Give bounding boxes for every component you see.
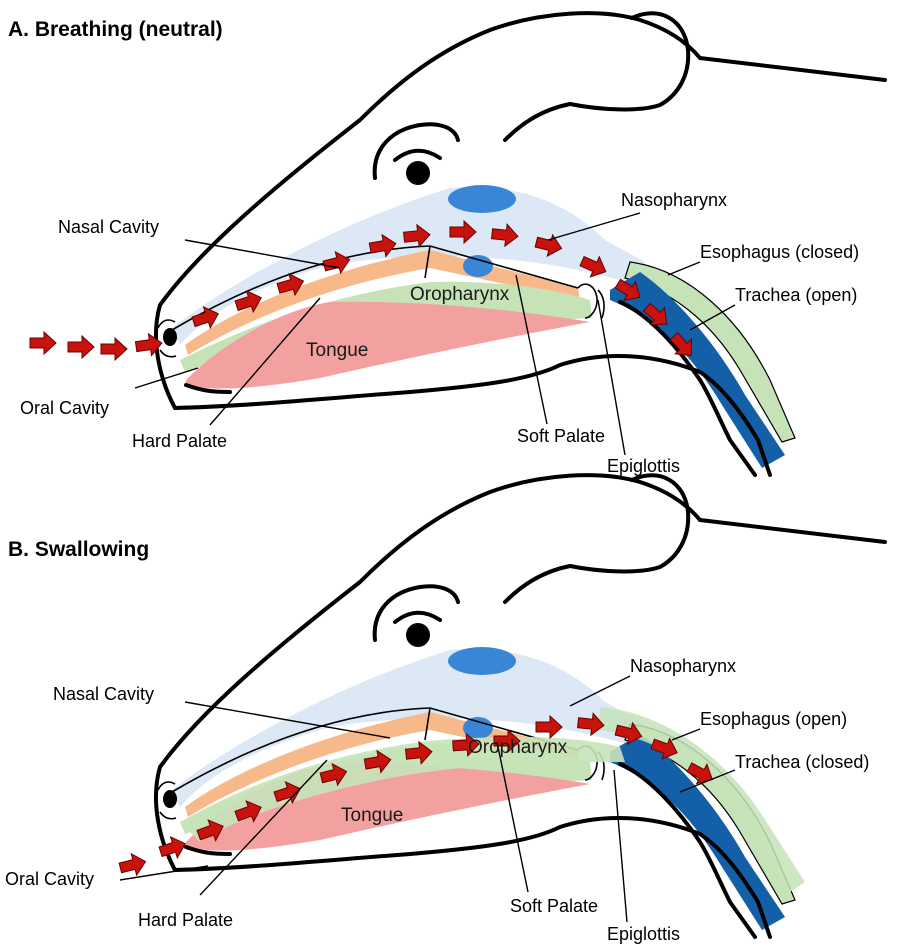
panel-b: B. Swallowing — [5, 475, 885, 944]
label-tongue: Tongue — [306, 340, 368, 361]
label-epiglottis: Epiglottis — [607, 456, 680, 476]
label-trachea: Trachea (open) — [735, 285, 857, 305]
panel-a-title: A. Breathing (neutral) — [8, 18, 223, 41]
red-arrow-icon — [118, 851, 149, 879]
label-oropharynx-b: Oropharynx — [468, 737, 568, 758]
panel-a: A. Breathing (neutral) — [8, 13, 885, 476]
label-nasopharynx-b: Nasopharynx — [630, 656, 736, 676]
label-nasopharynx: Nasopharynx — [621, 190, 727, 210]
label-epiglottis-b: Epiglottis — [607, 924, 680, 944]
label-nasal-cavity-b: Nasal Cavity — [53, 684, 154, 704]
label-oropharynx: Oropharynx — [410, 284, 510, 305]
label-nasal-cavity: Nasal Cavity — [58, 217, 159, 237]
red-arrow-icon — [30, 332, 56, 354]
label-oral-cavity: Oral Cavity — [20, 398, 109, 418]
label-soft-palate-b: Soft Palate — [510, 896, 598, 916]
label-soft-palate: Soft Palate — [517, 426, 605, 446]
label-esophagus: Esophagus (closed) — [700, 242, 859, 262]
label-trachea-b: Trachea (closed) — [735, 752, 869, 772]
red-arrow-icon — [68, 336, 94, 358]
label-hard-palate: Hard Palate — [132, 431, 227, 451]
panel-b-title: B. Swallowing — [8, 538, 149, 561]
label-tongue-b: Tongue — [341, 805, 403, 826]
red-arrow-icon — [101, 338, 127, 360]
label-esophagus-b: Esophagus (open) — [700, 709, 847, 729]
label-oral-cavity-b: Oral Cavity — [5, 869, 94, 889]
label-hard-palate-b: Hard Palate — [138, 910, 233, 930]
